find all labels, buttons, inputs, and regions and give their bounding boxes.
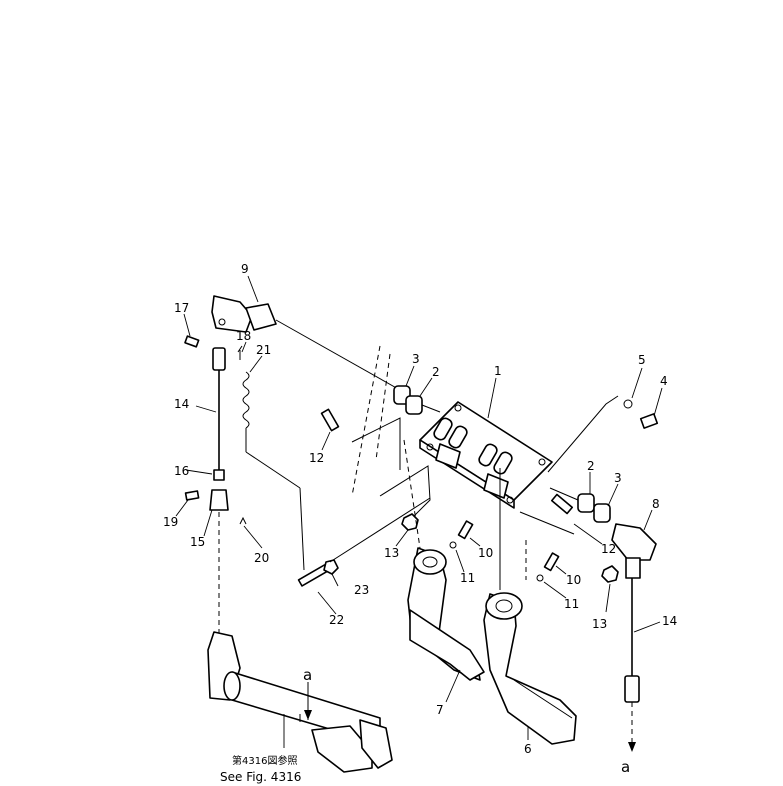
right-rod-assembly <box>624 578 640 752</box>
callout-8: 8 <box>652 497 660 511</box>
reference-note-english: See Fig. 4316 <box>220 770 301 784</box>
callout-23: 23 <box>354 583 369 597</box>
callout-5: 5 <box>638 353 646 367</box>
callout-7: 7 <box>436 703 444 717</box>
callout-14: 14 <box>174 397 189 411</box>
left-rod-assembly <box>184 335 229 640</box>
reference-arrow-a-left <box>304 682 312 720</box>
callout-1: 1 <box>494 364 502 378</box>
assembly-lines <box>329 345 619 590</box>
callout-3: 3 <box>614 471 622 485</box>
marker-a-left: a <box>303 666 312 684</box>
pedal-7 <box>407 547 485 681</box>
callout-labels: 1 2 2 3 3 4 5 6 7 8 9 10 10 11 11 12 12 … <box>163 262 677 784</box>
callout-21: 21 <box>256 343 271 357</box>
callout-16: 16 <box>174 464 189 478</box>
right-lever-shaft <box>549 487 657 579</box>
callout-4: 4 <box>660 374 668 388</box>
callout-11: 11 <box>460 571 475 585</box>
callout-12: 12 <box>309 451 324 465</box>
marker-a-right: a <box>621 758 630 776</box>
callout-9: 9 <box>241 262 249 276</box>
callout-2: 2 <box>587 459 595 473</box>
left-lever-shaft <box>211 295 401 391</box>
cross-shaft <box>207 631 393 773</box>
hardware <box>237 345 659 587</box>
callout-20: 20 <box>254 551 269 565</box>
callout-13: 13 <box>384 546 399 560</box>
callout-3: 3 <box>412 352 420 366</box>
pedal-6 <box>483 592 577 745</box>
leader-lines <box>175 275 663 748</box>
reference-note-japanese: 第4316図参照 <box>232 754 297 767</box>
callout-2: 2 <box>432 365 440 379</box>
return-spring <box>242 371 305 571</box>
callout-14: 14 <box>662 614 677 628</box>
callout-10: 10 <box>566 573 581 587</box>
callout-13: 13 <box>592 617 607 631</box>
left-bushings <box>393 385 441 415</box>
callout-17: 17 <box>174 301 189 315</box>
callout-18: 18 <box>236 329 251 343</box>
callout-12: 12 <box>601 542 616 556</box>
callout-22: 22 <box>329 613 344 627</box>
bracket-assembly <box>419 401 553 509</box>
callout-10: 10 <box>478 546 493 560</box>
callout-15: 15 <box>190 535 205 549</box>
callout-6: 6 <box>524 742 532 756</box>
callout-11: 11 <box>564 597 579 611</box>
callout-19: 19 <box>163 515 178 529</box>
